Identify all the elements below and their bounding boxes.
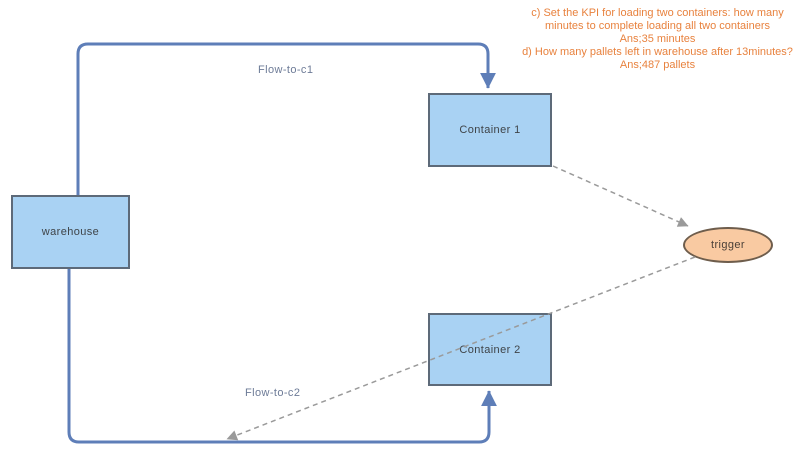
annotation-line: d) How many pallets left in warehouse af…: [522, 46, 793, 58]
node-trigger[interactable]: trigger: [683, 227, 773, 263]
node-container1-label: Container 1: [459, 124, 521, 136]
node-container1[interactable]: Container 1: [428, 93, 552, 167]
edge-label-flow-to-c1: Flow-to-c1: [258, 64, 314, 76]
edge-flow-to-c2-arrow[interactable]: [67, 269, 497, 444]
node-trigger-label: trigger: [711, 239, 745, 251]
annotation-line: Ans;487 pallets: [619, 59, 696, 71]
edge-container1-to-trigger-arrow[interactable]: [552, 165, 689, 227]
node-container2[interactable]: Container 2: [428, 313, 552, 386]
annotation-line: Ans;35 minutes: [619, 33, 696, 45]
edge-label-flow-to-c2: Flow-to-c2: [245, 387, 301, 399]
annotation-line: c) Set the KPI for loading two container…: [531, 7, 784, 19]
node-warehouse[interactable]: warehouse: [11, 195, 130, 269]
node-warehouse-label: warehouse: [41, 226, 100, 238]
node-container2-label: Container 2: [459, 343, 521, 356]
annotation-line: minutes to complete loading all two cont…: [544, 20, 770, 32]
annotation-block: c) Set the KPI for loading two container…: [500, 7, 800, 72]
